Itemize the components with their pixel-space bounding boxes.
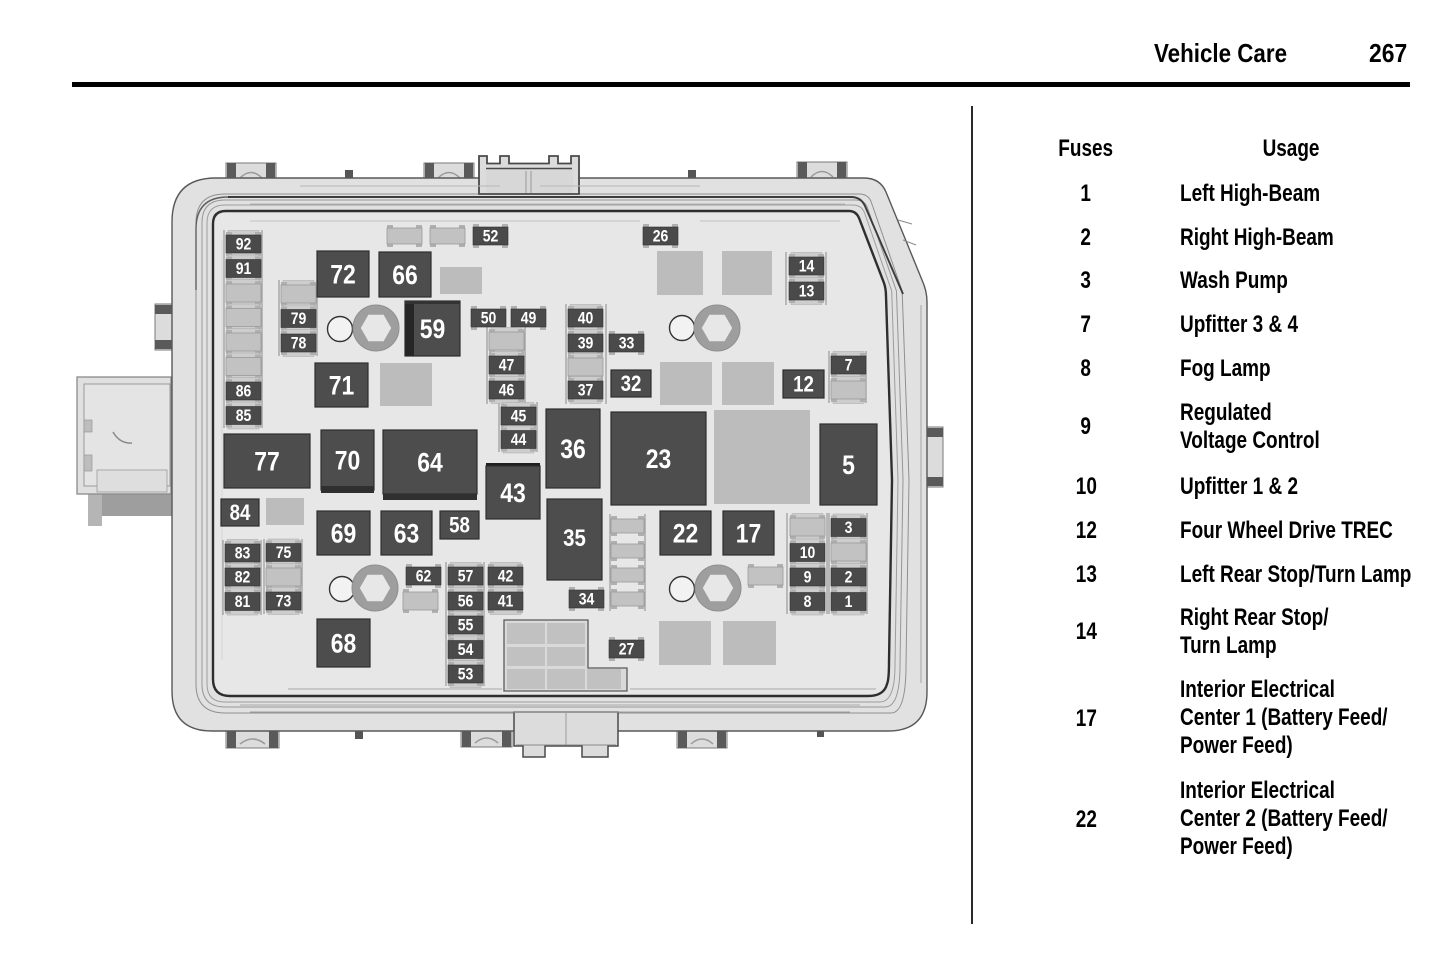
svg-text:17: 17: [736, 519, 762, 549]
svg-text:42: 42: [498, 567, 514, 585]
svg-text:64: 64: [417, 448, 443, 478]
svg-text:47: 47: [499, 356, 515, 374]
svg-text:66: 66: [392, 260, 418, 290]
svg-text:37: 37: [578, 381, 594, 399]
svg-text:70: 70: [335, 446, 361, 476]
svg-text:2: 2: [845, 568, 853, 586]
svg-text:77: 77: [254, 447, 280, 477]
svg-text:35: 35: [563, 525, 586, 552]
svg-text:91: 91: [236, 260, 252, 278]
svg-text:56: 56: [458, 592, 474, 610]
svg-text:81: 81: [235, 593, 251, 611]
svg-text:59: 59: [420, 314, 446, 344]
svg-text:36: 36: [560, 434, 586, 464]
svg-text:33: 33: [619, 334, 635, 352]
svg-text:85: 85: [236, 407, 252, 425]
svg-text:46: 46: [499, 381, 515, 399]
svg-text:69: 69: [331, 519, 357, 549]
svg-text:7: 7: [845, 356, 853, 374]
svg-text:41: 41: [498, 592, 514, 610]
svg-text:86: 86: [236, 382, 252, 400]
svg-text:8: 8: [804, 593, 812, 611]
svg-text:22: 22: [673, 519, 699, 549]
svg-text:75: 75: [276, 544, 292, 562]
svg-text:58: 58: [449, 514, 470, 538]
svg-text:92: 92: [236, 235, 252, 253]
svg-text:3: 3: [845, 519, 853, 537]
svg-text:62: 62: [416, 567, 432, 585]
svg-text:54: 54: [458, 641, 474, 659]
svg-text:5: 5: [842, 450, 855, 480]
svg-text:9: 9: [804, 568, 812, 586]
svg-text:1: 1: [845, 593, 853, 611]
svg-text:82: 82: [235, 568, 251, 586]
svg-text:39: 39: [578, 334, 594, 352]
svg-text:73: 73: [276, 592, 292, 610]
svg-text:13: 13: [799, 282, 815, 300]
svg-text:78: 78: [291, 334, 307, 352]
svg-text:83: 83: [235, 544, 251, 562]
svg-text:63: 63: [394, 519, 420, 549]
svg-text:71: 71: [329, 371, 355, 401]
svg-text:43: 43: [500, 478, 526, 508]
svg-text:23: 23: [646, 444, 672, 474]
svg-text:84: 84: [230, 502, 251, 526]
svg-text:44: 44: [511, 431, 527, 449]
svg-text:12: 12: [793, 373, 814, 397]
svg-text:53: 53: [458, 665, 474, 683]
svg-text:50: 50: [481, 309, 497, 327]
svg-text:52: 52: [483, 227, 499, 245]
svg-text:27: 27: [619, 640, 635, 658]
svg-text:57: 57: [458, 567, 474, 585]
svg-text:55: 55: [458, 616, 474, 634]
svg-text:14: 14: [799, 257, 815, 275]
svg-text:26: 26: [653, 227, 669, 245]
svg-text:45: 45: [511, 407, 527, 425]
svg-text:40: 40: [578, 309, 594, 327]
svg-text:79: 79: [291, 310, 307, 328]
svg-text:32: 32: [621, 373, 642, 397]
svg-text:49: 49: [521, 309, 537, 327]
svg-text:34: 34: [579, 590, 595, 608]
svg-text:72: 72: [330, 260, 356, 290]
svg-text:10: 10: [800, 544, 816, 562]
svg-text:68: 68: [331, 629, 357, 659]
